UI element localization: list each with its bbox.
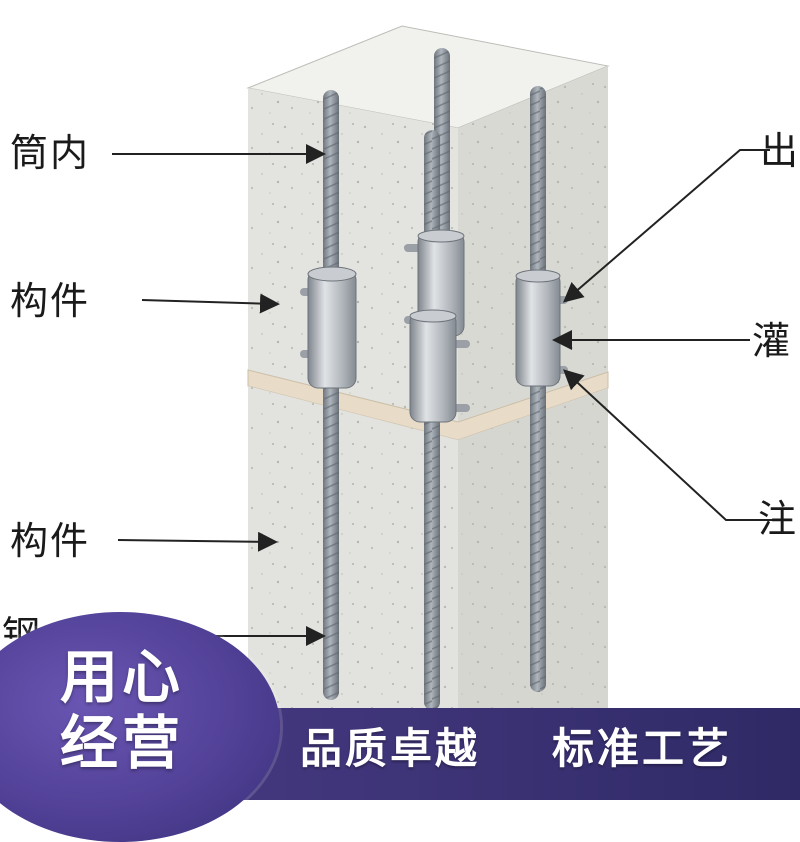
slogan-process: 标准工艺 [552, 724, 733, 773]
grouted-sleeve-diagram [60, 25, 780, 710]
lower-concrete-member [248, 386, 608, 708]
rebar-left [323, 90, 339, 700]
label-in-sleeve: 筒内 [10, 131, 91, 175]
label-inlet: 注 [758, 497, 799, 541]
label-lower-member: 构件 [10, 519, 91, 563]
grout-sleeve-right [515, 269, 568, 387]
label-upper-member: 构件 [10, 279, 91, 323]
rebar-right [530, 86, 546, 692]
label-outlet: 出 [760, 129, 800, 173]
grout-sleeve-left [300, 266, 357, 389]
grout-sleeve-center [404, 309, 470, 423]
label-grout-port: 灌 [752, 319, 793, 363]
upper-concrete-member [246, 25, 610, 430]
badge-line-2: 经营 [60, 709, 185, 777]
slogan-quality: 品质卓越 [300, 724, 481, 773]
badge-line-1: 用心 [60, 643, 185, 711]
